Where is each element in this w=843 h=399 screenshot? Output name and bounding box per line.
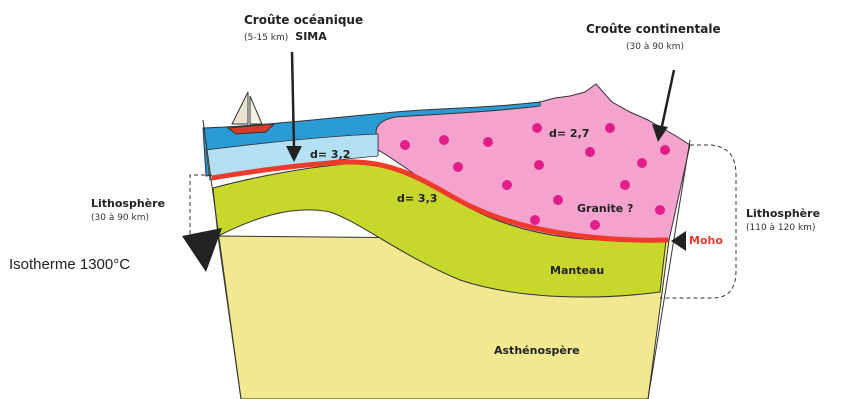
granite-dot (483, 137, 493, 147)
asthenosphere-label: Asthénospère (494, 344, 580, 357)
mantle-label: Manteau (550, 264, 604, 277)
granite-dot (620, 180, 630, 190)
granite-dot (660, 145, 670, 155)
mantle-density: d= 3,3 (397, 192, 437, 205)
granite-dot (553, 195, 563, 205)
lithosphere-left-title: Lithosphère (91, 197, 165, 210)
granite-dot (637, 158, 647, 168)
moho-marker (671, 231, 686, 251)
granite-label: Granite ? (577, 202, 633, 215)
granite-dot (655, 205, 665, 215)
granite-dot (590, 220, 600, 230)
lithosphere-left-brace (190, 175, 218, 234)
lithosphere-right-detail: (110 à 120 km) (746, 223, 815, 233)
moho-label: Moho (689, 234, 723, 247)
granite-dot (502, 180, 512, 190)
oceanic-crust-density: d= 3,2 (310, 148, 350, 161)
isotherm-marker (182, 228, 222, 272)
granite-dot (605, 123, 615, 133)
granite-dot (534, 160, 544, 170)
continental-crust-title: Croûte continentale (586, 22, 721, 36)
continental-crust-arrow (652, 70, 674, 142)
oceanic-crust-range: (5-15 km) (244, 33, 288, 43)
granite-dot (585, 147, 595, 157)
isotherm-label: Isotherme 1300°C (9, 256, 130, 273)
oceanic-crust-detail: (5-15 km) SIMA (244, 27, 327, 44)
oceanic-crust-sima: SIMA (295, 30, 327, 43)
granite-dot (453, 162, 463, 172)
granite-dot (439, 135, 449, 145)
lithosphere-left-detail: (30 à 90 km) (91, 213, 149, 223)
granite-dot (400, 140, 410, 150)
granite-dot (532, 123, 542, 133)
oceanic-crust-title: Croûte océanique (244, 13, 363, 27)
sailboat-icon (228, 92, 274, 134)
granite-dot (530, 215, 540, 225)
continental-crust-detail: (30 à 90 km) (626, 42, 684, 52)
lithosphere-right-title: Lithosphère (746, 207, 820, 220)
continental-crust-density: d= 2,7 (549, 127, 589, 140)
